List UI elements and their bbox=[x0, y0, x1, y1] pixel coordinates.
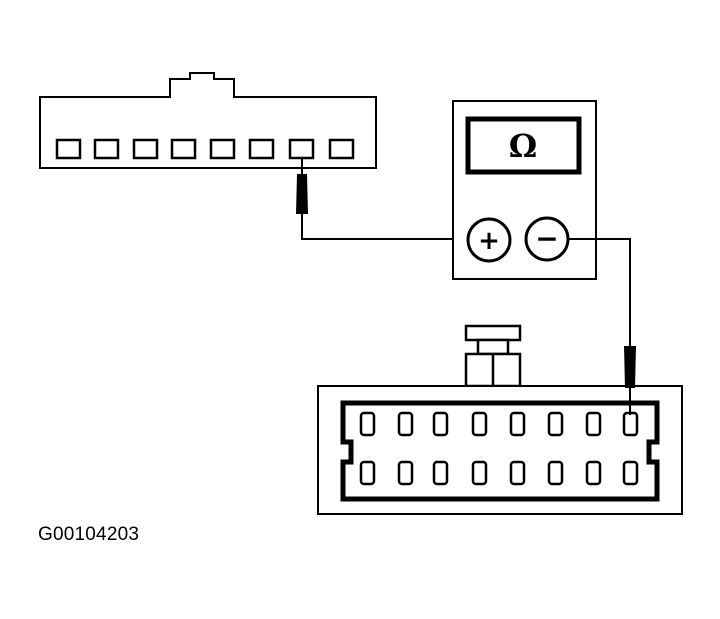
lower-terminal bbox=[397, 460, 414, 486]
upper-terminal bbox=[209, 138, 236, 160]
positive-test-lead bbox=[301, 226, 467, 240]
lower-terminal bbox=[432, 411, 449, 437]
lower-terminal bbox=[471, 460, 488, 486]
lower-connector-inner-frame bbox=[340, 400, 660, 502]
lower-terminal bbox=[585, 460, 602, 486]
upper-terminal bbox=[93, 138, 120, 160]
test-probe-right bbox=[624, 346, 636, 415]
lower-connector bbox=[317, 385, 683, 515]
test-probe-left bbox=[296, 158, 308, 226]
upper-connector-housing bbox=[39, 72, 377, 169]
lower-terminal bbox=[432, 460, 449, 486]
lower-terminal bbox=[359, 460, 376, 486]
upper-terminal bbox=[328, 138, 355, 160]
lower-terminal bbox=[547, 411, 564, 437]
ohmmeter-icon bbox=[452, 100, 597, 280]
upper-terminal bbox=[288, 138, 315, 160]
upper-terminal bbox=[132, 138, 159, 160]
negative-sign: − bbox=[535, 222, 558, 255]
lower-terminal bbox=[509, 411, 526, 437]
positive-jack-icon bbox=[466, 217, 512, 263]
lower-connector-terminals-top bbox=[359, 411, 639, 437]
test-probe-icon bbox=[624, 346, 636, 388]
upper-terminal bbox=[55, 138, 82, 160]
lower-terminal bbox=[359, 411, 376, 437]
lower-terminal bbox=[471, 411, 488, 437]
lower-terminal bbox=[397, 411, 414, 437]
lower-terminal bbox=[509, 460, 526, 486]
figure-caption: G00104203 bbox=[38, 524, 140, 545]
test-probe-icon bbox=[296, 174, 308, 214]
lower-terminal bbox=[622, 411, 639, 437]
positive-sign: + bbox=[478, 226, 500, 256]
ohmmeter-display bbox=[465, 116, 582, 175]
lower-terminal bbox=[585, 411, 602, 437]
lower-terminal bbox=[622, 460, 639, 486]
lower-terminal bbox=[547, 460, 564, 486]
negative-test-lead bbox=[568, 238, 631, 346]
ohm-symbol: Ω bbox=[509, 127, 537, 165]
lower-connector-latch bbox=[464, 324, 522, 388]
lower-connector-terminals-bottom bbox=[359, 460, 639, 486]
upper-terminal bbox=[248, 138, 275, 160]
upper-terminal bbox=[170, 138, 197, 160]
upper-connector bbox=[39, 72, 377, 169]
